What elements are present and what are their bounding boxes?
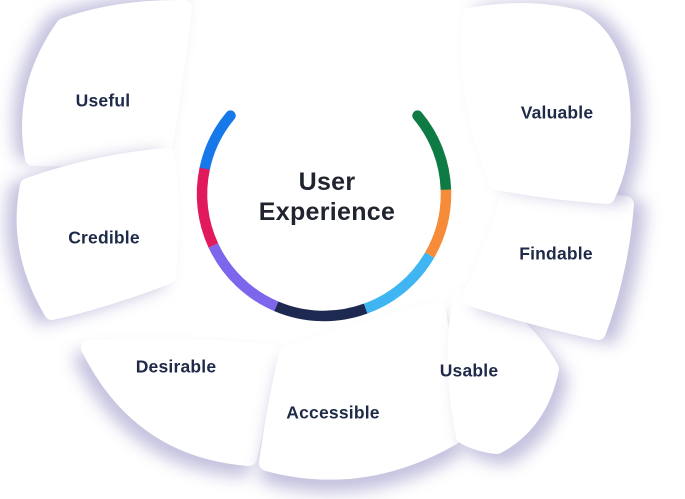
diagram-title-line2: Experience bbox=[258, 198, 396, 226]
petal-credible bbox=[16, 148, 179, 320]
label-valuable: Valuable bbox=[520, 102, 594, 123]
diagram-title: User Experience bbox=[259, 167, 395, 227]
diagram-title-line1: User bbox=[298, 168, 356, 196]
label-usable: Usable bbox=[439, 360, 499, 381]
label-findable: Findable bbox=[519, 243, 593, 264]
ring-segment-findable bbox=[425, 189, 452, 258]
petal-valuable bbox=[460, 2, 631, 204]
petal-accessible bbox=[259, 301, 461, 480]
ring-segment-usable bbox=[363, 252, 435, 314]
label-credible: Credible bbox=[68, 227, 140, 248]
ring-segment-accessible bbox=[274, 301, 368, 322]
petal-usable bbox=[447, 287, 559, 454]
petal-desirable bbox=[81, 338, 280, 466]
ring-segment-credible bbox=[196, 167, 219, 248]
ring-segment-useful bbox=[199, 110, 236, 174]
label-useful: Useful bbox=[75, 90, 131, 111]
petal-findable bbox=[462, 189, 634, 340]
petal-useful bbox=[22, 0, 192, 167]
ring-segment-valuable bbox=[412, 110, 452, 195]
label-accessible: Accessible bbox=[286, 402, 380, 423]
ring-segment-desirable bbox=[208, 243, 279, 312]
label-desirable: Desirable bbox=[135, 356, 217, 377]
